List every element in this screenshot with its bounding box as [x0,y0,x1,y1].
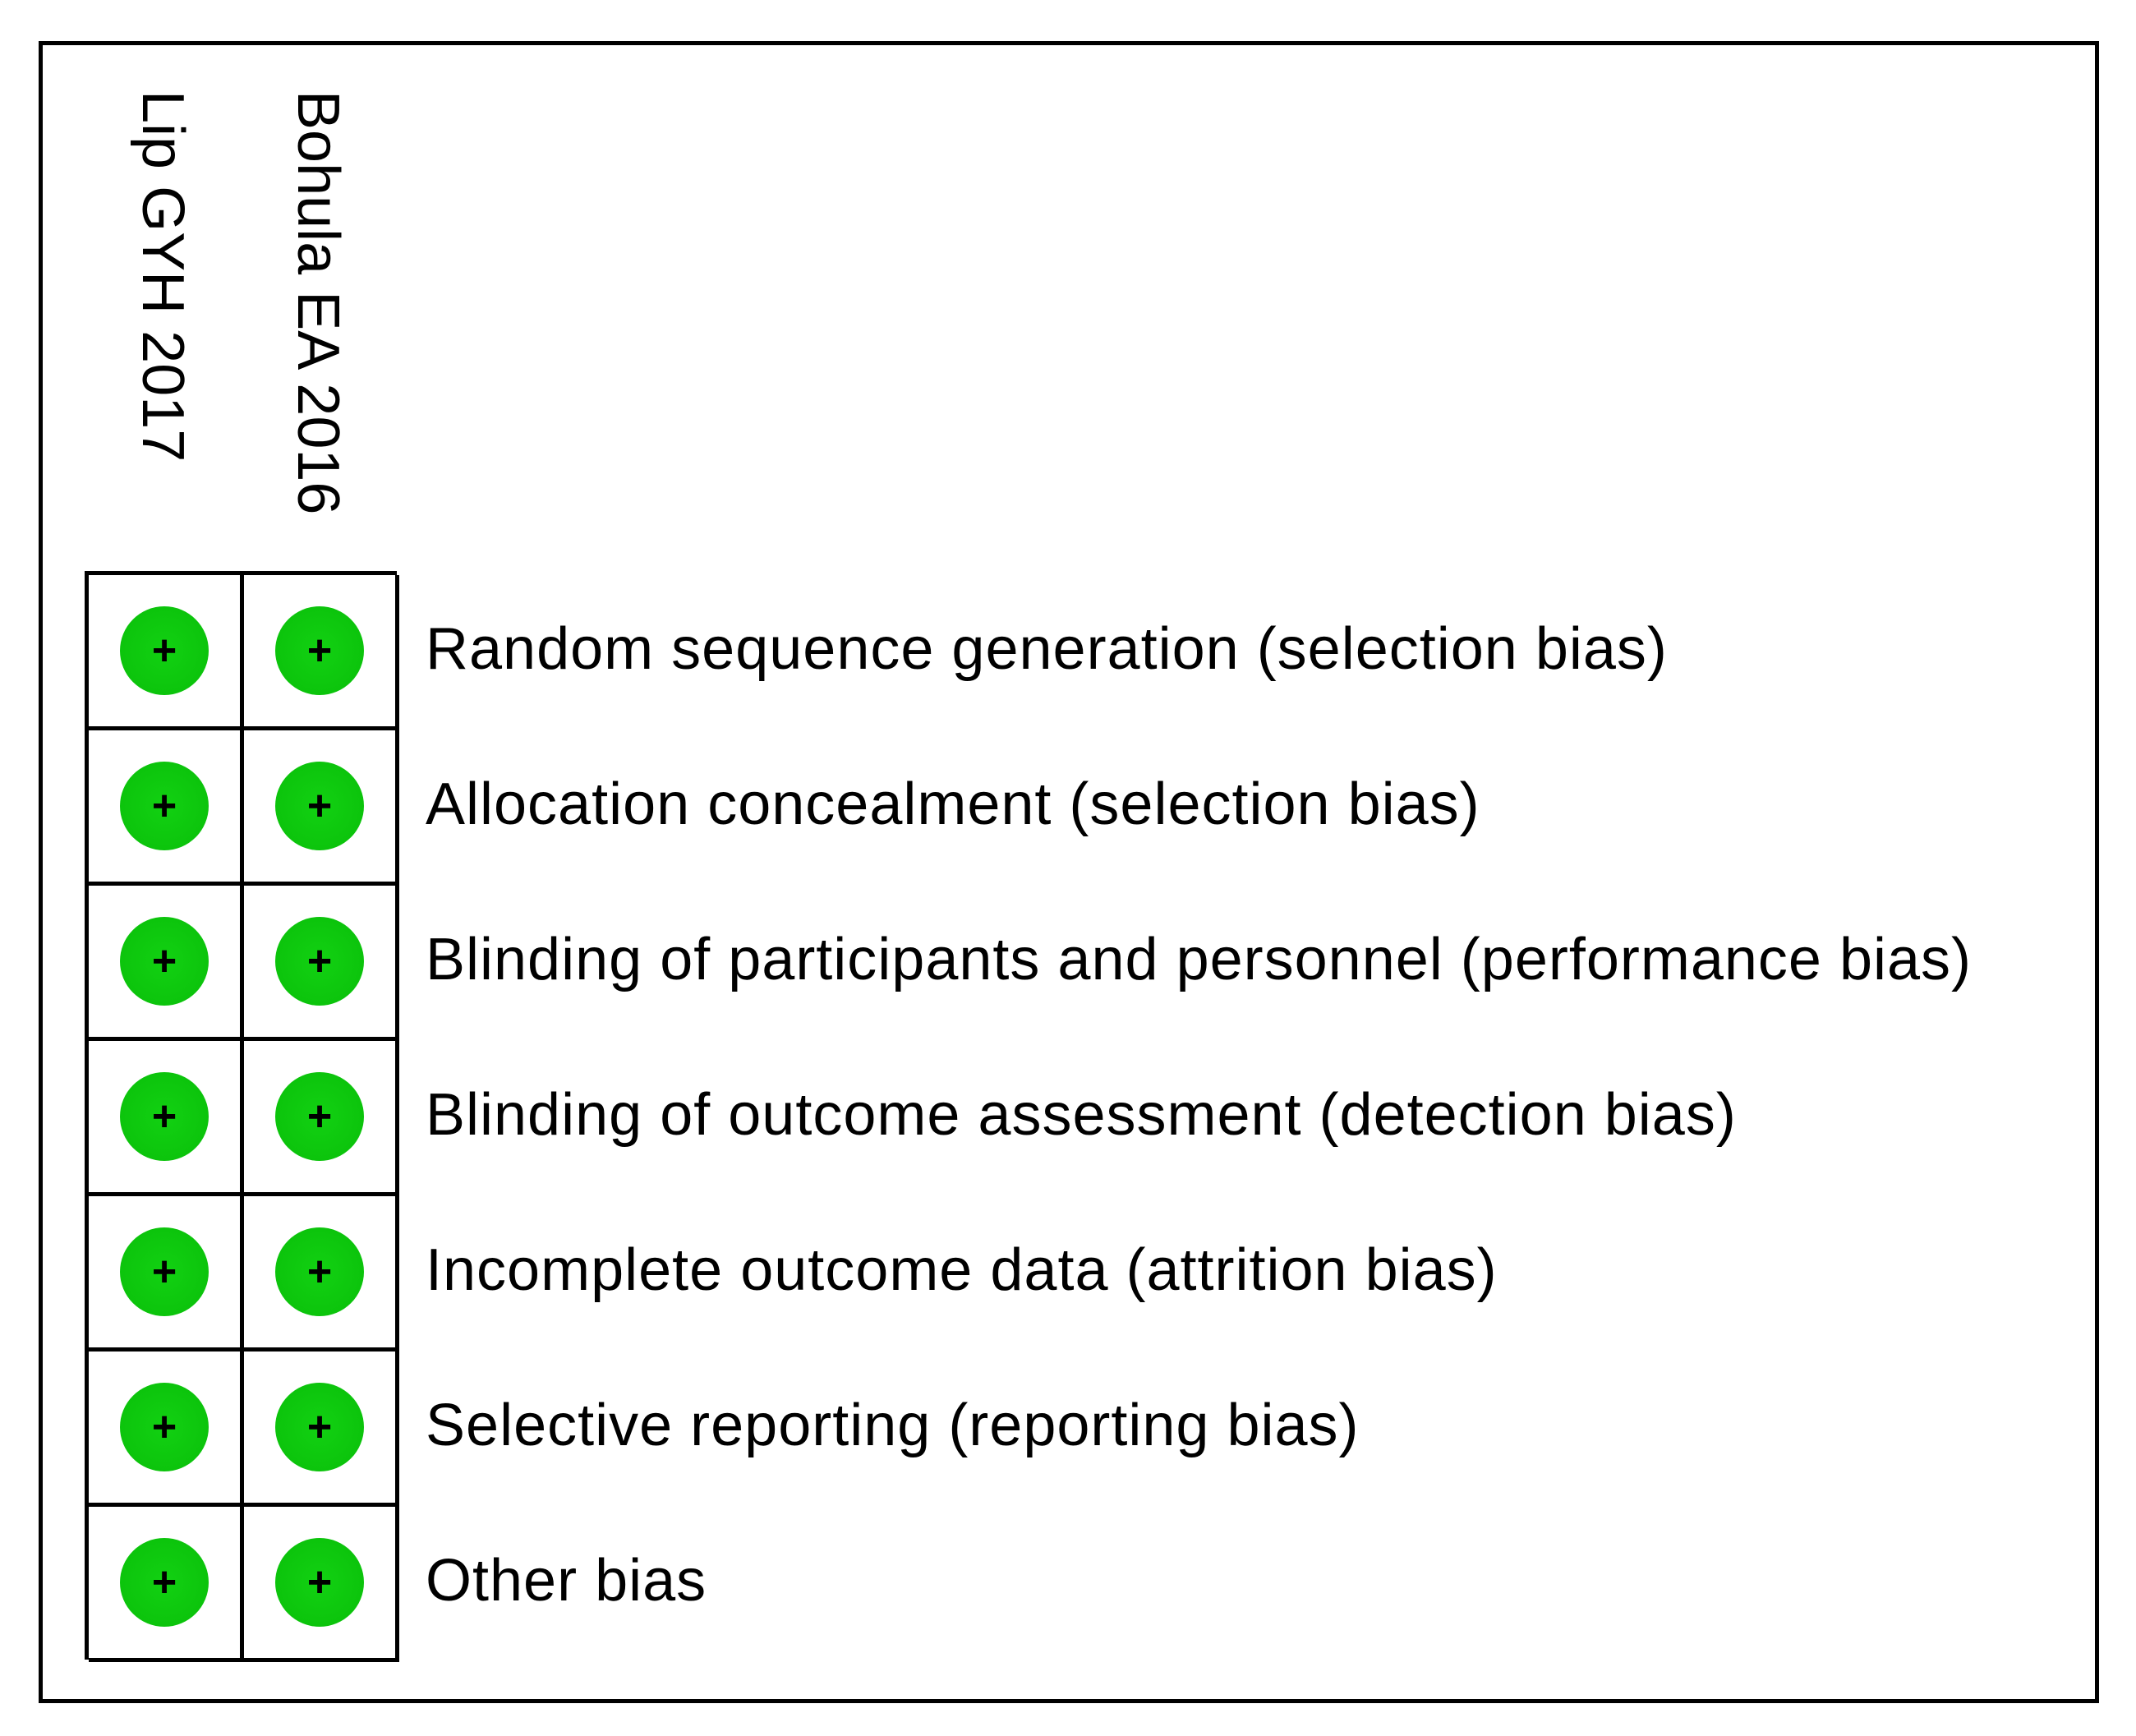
study-name: Lip GYH 2017 [130,90,196,463]
low-risk-icon: + [275,1538,364,1627]
domain-label-incomplete-data: Incomplete outcome data (attrition bias) [426,1236,1498,1303]
low-risk-icon: + [275,1072,364,1161]
low-risk-icon: + [120,1227,209,1316]
domain-label-allocation: Allocation concealment (selection bias) [426,771,1480,837]
study-header-1: Lip GYH 2017 [122,90,204,542]
domain-label-selective-reporting: Selective reporting (reporting bias) [426,1392,1360,1458]
low-risk-icon: + [120,917,209,1006]
low-risk-icon: + [275,762,364,850]
grid-cell: + [244,1352,399,1507]
grid-cell: + [244,730,399,886]
low-risk-icon: + [120,1072,209,1161]
grid-cell: + [244,1041,399,1196]
low-risk-icon: + [120,606,209,695]
low-risk-icon: + [120,1538,209,1627]
study-header-2: Bohula EA 2016 [277,90,359,542]
domain-label-random-sequence: Random sequence generation (selection bi… [426,615,1668,682]
low-risk-icon: + [275,1227,364,1316]
low-risk-icon: + [120,762,209,850]
figure-frame [39,41,2099,1703]
grid-cell: + [244,886,399,1041]
domain-label-blinding-outcome: Blinding of outcome assessment (detectio… [426,1081,1737,1148]
domain-label-blinding-participants: Blinding of participants and personnel (… [426,926,1973,992]
grid-cell: + [89,886,244,1041]
grid-cell: + [89,1196,244,1352]
risk-of-bias-grid: + + + + + + + + + + + + + + [85,571,399,1662]
grid-cell: + [244,1507,399,1662]
low-risk-icon: + [120,1383,209,1471]
grid-cell: + [89,1352,244,1507]
low-risk-icon: + [275,606,364,695]
low-risk-icon: + [275,1383,364,1471]
grid-cell: + [89,1041,244,1196]
low-risk-icon: + [275,917,364,1006]
domain-label-other-bias: Other bias [426,1547,707,1614]
grid-cell: + [89,575,244,730]
grid-cell: + [89,730,244,886]
grid-cell: + [89,1507,244,1662]
grid-cell: + [244,1196,399,1352]
study-name: Bohula EA 2016 [285,90,351,515]
grid-cell: + [244,575,399,730]
